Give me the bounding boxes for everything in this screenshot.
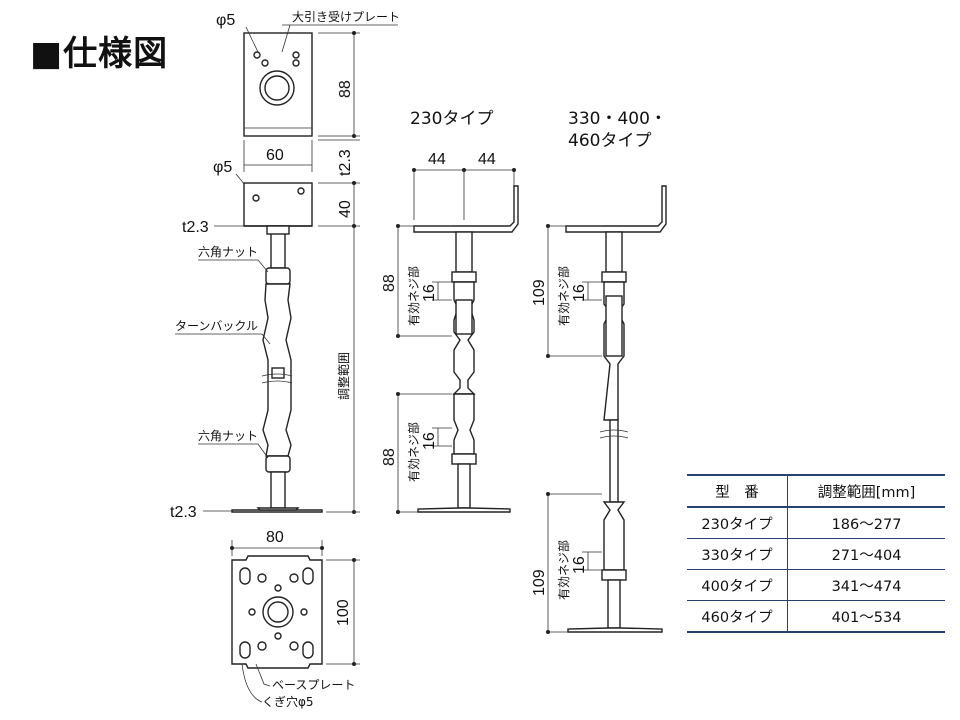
- table-row: 230タイプ 186～277: [687, 507, 945, 539]
- hex-nut-top-label: 六角ナット: [198, 245, 258, 259]
- base-plate-label: ベースプレート: [272, 678, 355, 692]
- dim-44-right: 44: [478, 151, 496, 168]
- turnbuckle-label: ターンバックル: [175, 319, 258, 333]
- header-model: 型 番: [687, 474, 788, 508]
- type-330-title-line1: 330・400・: [568, 109, 667, 129]
- hex-nut-bottom-label: 六角ナット: [198, 429, 258, 443]
- dim-80: 80: [266, 529, 284, 546]
- page-title: ■仕様図: [30, 34, 169, 74]
- dim-88-top: 88: [337, 80, 354, 98]
- row-range: 401～534: [787, 600, 945, 633]
- type-330-drawing: [565, 185, 667, 633]
- support-elevation: [231, 182, 323, 513]
- row-range: 341～474: [787, 569, 945, 601]
- table-row: 330タイプ 271～404: [687, 538, 945, 570]
- row-range: 186～277: [787, 507, 945, 539]
- t23-left-bottom: t2.3: [170, 504, 197, 521]
- phi5-mid-label: φ5: [213, 159, 232, 176]
- header-range: 調整範囲[mm]: [787, 474, 945, 508]
- effective-thread-a: 有効ネジ部: [406, 266, 421, 326]
- spec-table: 型 番 調整範囲[mm] 230タイプ 186～277 330タイプ 271～4…: [687, 474, 945, 633]
- type-230-title: 230タイプ: [410, 109, 493, 129]
- receiver-plate-label: 大引き受けプレート: [292, 10, 400, 24]
- type-230-drawing: [413, 185, 519, 513]
- row-model: 330タイプ: [687, 538, 788, 570]
- dim-88-b: 88: [381, 448, 398, 466]
- nail-hole-label: くぎ穴φ5: [262, 694, 314, 709]
- dim-60: 60: [266, 147, 284, 164]
- dim-88-a: 88: [381, 274, 398, 292]
- dim-109-b: 109: [531, 569, 548, 596]
- effective-thread-d: 有効ネジ部: [556, 540, 571, 600]
- base-plate-plan: [231, 555, 323, 669]
- dim-16-d: 16: [571, 556, 588, 574]
- t23-top-right: t2.3: [337, 149, 354, 176]
- dim-16-c: 16: [571, 284, 588, 302]
- spec-table-header: 型 番 調整範囲[mm]: [687, 474, 945, 508]
- dim-40: 40: [337, 200, 354, 218]
- type-330-title-line2: 460タイプ: [568, 131, 651, 151]
- t23-left-top: t2.3: [182, 219, 209, 236]
- dim-100: 100: [335, 599, 352, 626]
- table-row: 400タイプ 341～474: [687, 569, 945, 601]
- dim-44-left: 44: [428, 151, 446, 168]
- effective-thread-b: 有効ネジ部: [406, 422, 421, 482]
- phi5-top-label: φ5: [216, 12, 235, 29]
- dim-16-b: 16: [421, 432, 438, 450]
- dim-16-a: 16: [421, 284, 438, 302]
- row-model: 460タイプ: [687, 600, 788, 633]
- row-model: 230タイプ: [687, 507, 788, 539]
- effective-thread-c: 有効ネジ部: [556, 266, 571, 326]
- row-range: 271～404: [787, 538, 945, 570]
- adjust-range-label: 調整範囲: [336, 352, 351, 400]
- dim-109-a: 109: [531, 279, 548, 306]
- table-row: 460タイプ 401～534: [687, 600, 945, 633]
- receiver-plate-plan: [243, 32, 313, 137]
- row-model: 400タイプ: [687, 569, 788, 601]
